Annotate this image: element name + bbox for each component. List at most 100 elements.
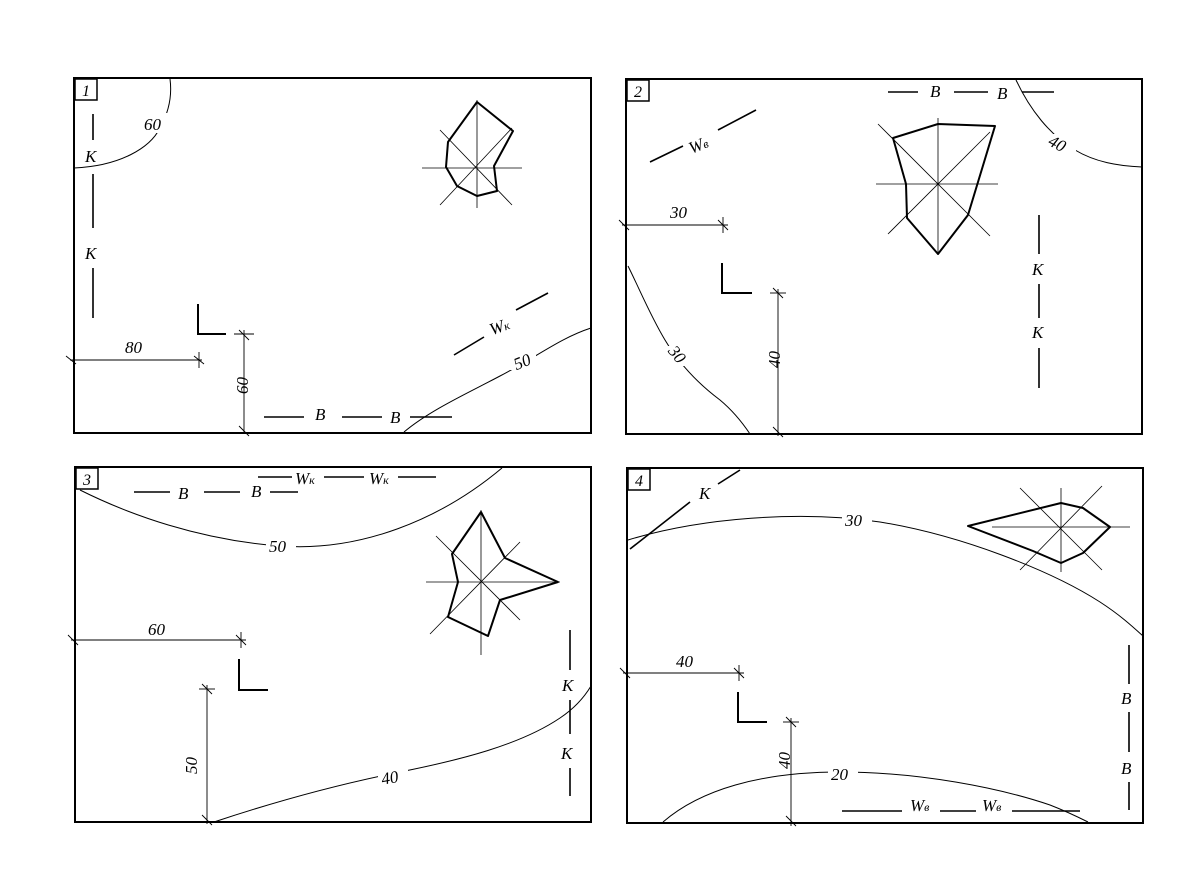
wb-subscript: в <box>996 800 1001 814</box>
panel-2-dimension-label-30: 30 <box>669 203 688 222</box>
panel-1-wk-line-segment <box>515 292 549 311</box>
panel-4-contour-label-30: 30 <box>844 511 863 530</box>
panel-1-wk-label: Wк <box>487 314 512 339</box>
panel-1-dimension-label-60: 60 <box>233 377 252 395</box>
panel-3-wind-rose <box>426 510 560 655</box>
panel-1-frame <box>73 77 592 434</box>
dimension-tick <box>785 815 797 827</box>
wind-rose-axis <box>1019 485 1103 571</box>
wb-subscript: в <box>924 800 929 814</box>
panel-3-wk-label-1: Wк <box>295 469 315 488</box>
panel-3-wind-rose-polygon <box>447 511 559 637</box>
wk-letter: W <box>295 469 311 488</box>
contour-label-bg <box>1046 134 1076 154</box>
panel-1-number-box <box>74 78 98 101</box>
panel-4-dimension-label-40-horizontal: 40 <box>676 652 694 671</box>
panel-2-number-box <box>626 79 650 102</box>
panel-3: 3 50 40 В В Wк Wк К К 60 <box>67 466 592 826</box>
contour-label-bg <box>510 350 536 370</box>
panel-3-contour-40 <box>213 685 592 823</box>
panel-3-dimension-label-60: 60 <box>148 620 166 639</box>
wb-letter: W <box>982 796 998 815</box>
wk-subscript: к <box>383 473 389 487</box>
wk-subscript: к <box>502 318 512 333</box>
panel-1-contour-label-60: 60 <box>144 115 162 134</box>
panel-1: 1 60 50 К К В В Wк 80 <box>65 77 592 437</box>
panel-2-contour-40 <box>1015 79 1143 168</box>
wind-rose-axis <box>429 541 521 635</box>
panel-2-b-label-1: В <box>930 82 941 101</box>
panel-4-wind-rose <box>967 485 1130 572</box>
panel-2-frame <box>625 78 1143 435</box>
panel-3-wk-label-2: Wк <box>369 469 389 488</box>
panel-3-dimension-label-50: 50 <box>182 757 201 775</box>
contour-label-bg <box>141 113 171 133</box>
panel-4-wb-label-2: Wв <box>982 796 1001 815</box>
panel-4-contour-label-20: 20 <box>831 765 849 784</box>
panel-1-dimension-label-80: 80 <box>125 338 143 357</box>
dimension-tick <box>619 667 631 679</box>
panel-2-b-label-2: В <box>997 84 1008 103</box>
panel-3-contour-50 <box>79 467 503 548</box>
panel-2-building-corner <box>721 263 752 294</box>
panel-2-dimension-label-40: 40 <box>765 351 784 369</box>
panel-3-contour-label-40: 40 <box>380 767 401 789</box>
panel-4-k-line-segment <box>717 469 741 485</box>
panel-1-wind-rose-polygon <box>445 101 514 197</box>
panel-2-wind-rose <box>876 118 998 255</box>
panel-3-number: 3 <box>82 472 91 489</box>
panel-4-k-line-segment <box>629 501 691 550</box>
panel-1-wk-line-segment <box>453 336 485 356</box>
panel-1-b-label-1: В <box>315 405 326 424</box>
dimension-tick <box>65 355 77 365</box>
panel-2-k-label-1: К <box>1031 260 1045 279</box>
panel-4-k-label: К <box>698 484 712 503</box>
panel-2-wb-line-segment <box>717 109 757 131</box>
panel-1-contour-label-50: 50 <box>511 350 534 374</box>
wind-rose-axis <box>1019 487 1103 571</box>
dimension-tick <box>618 219 630 231</box>
panel-3-frame <box>74 466 592 823</box>
dimension-tick <box>772 426 784 438</box>
wind-rose-axis <box>877 123 991 237</box>
panel-2-wb-label: Wв <box>686 133 711 158</box>
panel-1-k-label-2: К <box>84 244 98 263</box>
panel-1-wind-rose <box>422 100 522 208</box>
contour-label-bg <box>266 536 296 556</box>
panel-4-wb-label-1: Wв <box>910 796 929 815</box>
panel-3-b-label-2: В <box>251 482 262 501</box>
wk-letter: W <box>369 469 385 488</box>
panel-3-k-label-1: К <box>561 676 575 695</box>
dimension-tick <box>201 814 213 826</box>
panel-4-number-box <box>627 468 651 491</box>
panel-3-number-box <box>75 467 99 490</box>
contour-label-bg <box>828 764 858 784</box>
contour-label-bg <box>665 346 693 366</box>
contour-label-bg <box>378 766 408 786</box>
panel-4-b-label-1: В <box>1121 689 1132 708</box>
contour-label-bg <box>842 510 872 530</box>
dimension-tick <box>238 425 250 437</box>
panel-2-wb-line-segment <box>649 145 684 163</box>
panel-3-b-label-1: В <box>178 484 189 503</box>
panel-1-building-corner <box>197 304 226 335</box>
wb-subscript: в <box>701 137 711 152</box>
panel-4-contour-30 <box>627 515 1144 637</box>
panel-2-contour-30 <box>627 265 751 435</box>
panel-1-number: 1 <box>82 83 90 100</box>
panel-3-building-corner <box>238 659 268 691</box>
panel-3-contour-label-50: 50 <box>269 537 287 556</box>
panel-4-building-corner <box>737 692 767 723</box>
panel-4-wind-rose-polygon <box>967 502 1111 564</box>
dimension-tick <box>67 634 79 646</box>
panel-2-number: 2 <box>634 84 642 101</box>
panel-4-frame <box>626 467 1144 824</box>
wk-subscript: к <box>309 473 315 487</box>
wind-rose-axis <box>439 127 513 206</box>
panel-4-contour-20 <box>662 771 1089 823</box>
panel-4-number: 4 <box>635 473 643 490</box>
panel-4: 4 30 20 К В В Wв Wв 40 <box>619 467 1144 827</box>
wind-rose-axis <box>887 131 991 235</box>
panel-1-k-label-1: К <box>84 147 98 166</box>
panel-1-contour-50 <box>403 327 592 433</box>
